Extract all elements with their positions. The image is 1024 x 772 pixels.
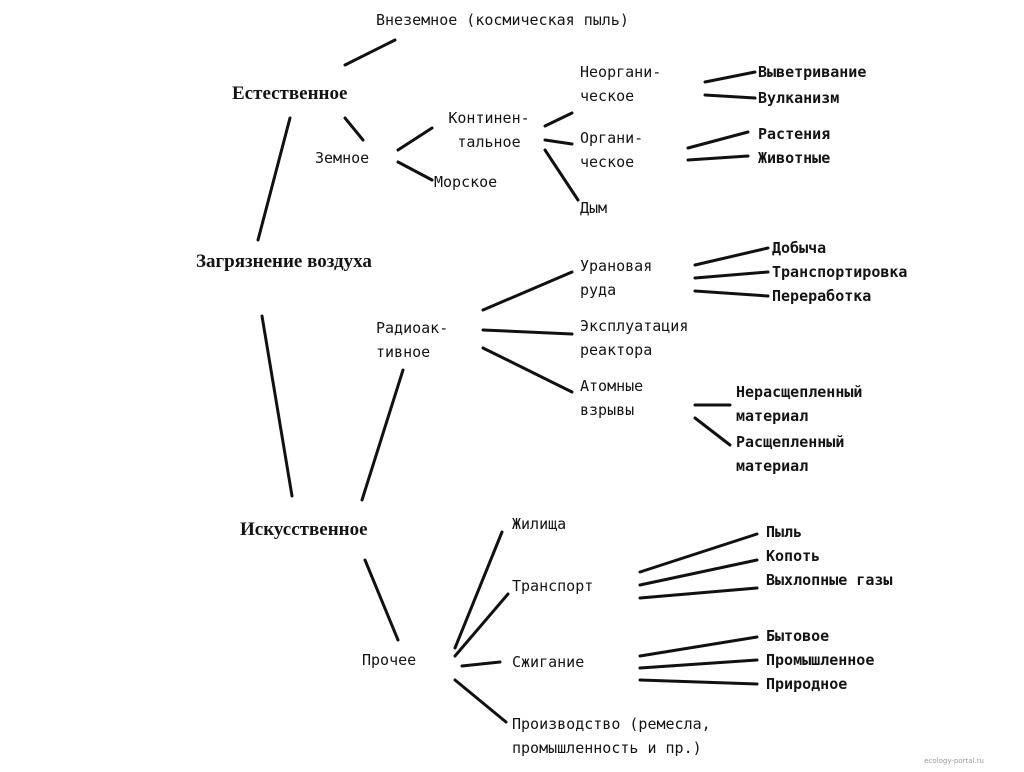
- edge-transport-exhaust: [638, 586, 759, 600]
- animals-node: Животные: [758, 149, 831, 167]
- dwellings-node: Жилища: [512, 515, 567, 533]
- edge-natural-terrestrial: [343, 116, 365, 142]
- reactor-line2: реактора: [580, 341, 653, 359]
- edge-ore-processing: [693, 289, 770, 298]
- natural-node: Естественное: [232, 83, 348, 104]
- edge-continental-organic: [543, 138, 574, 146]
- edge-other-transport: [453, 592, 510, 658]
- edge-explosions-split: [693, 416, 732, 447]
- edge-radioactive-explosions: [481, 346, 574, 394]
- reactor-node: Эксплуатация реактора: [580, 314, 688, 362]
- production-node: Производство (ремесла, промышленность и …: [512, 712, 711, 760]
- unsplit-line2: материал: [736, 407, 809, 425]
- unsplit-material-node: Нерасщепленный материал: [736, 380, 862, 428]
- ore-line1: Урановая: [580, 257, 653, 275]
- edge-transport-soot: [638, 558, 759, 587]
- radioactive-node: Радиоак- тивное: [376, 316, 448, 364]
- organic-line2: ческое: [580, 153, 635, 171]
- edge-natural-extraterrestrial: [343, 38, 397, 67]
- inorganic-line1: Неоргани-: [580, 63, 662, 81]
- uranium-ore-node: Урановая руда: [580, 254, 652, 302]
- organic-line1: Органи-: [580, 129, 644, 147]
- edge-radioactive-ore: [481, 270, 574, 312]
- unsplit-line1: Нерасщепленный: [736, 383, 863, 401]
- edge-artificial-other: [363, 558, 400, 642]
- dust-node: Пыль: [766, 523, 803, 541]
- smoke-node: Дым: [580, 199, 608, 217]
- edge-terrestrial-continental: [396, 126, 434, 152]
- explosions-line1: Атомные: [580, 377, 644, 395]
- extraterrestrial-node: Внеземное (космическая пыль): [376, 11, 629, 29]
- plants-node: Растения: [758, 125, 831, 143]
- processing-node: Переработка: [772, 287, 872, 305]
- edge-transport-dust: [638, 532, 759, 574]
- reactor-line1: Эксплуатация: [580, 317, 689, 335]
- transport-node: Транспорт: [512, 577, 594, 595]
- inorganic-line2: ческое: [580, 87, 635, 105]
- edge-other-dwellings: [453, 530, 504, 650]
- ore-line2: руда: [580, 281, 617, 299]
- edge-ore-transport: [693, 270, 770, 280]
- production-line2: промышленность и пр.): [512, 739, 702, 757]
- burning-node: Сжигание: [512, 653, 585, 671]
- continental-line2: тальное: [457, 133, 521, 151]
- radioactive-line1: Радиоак-: [376, 319, 449, 337]
- weathering-node: Выветривание: [758, 63, 867, 81]
- mining-node: Добыча: [772, 239, 827, 257]
- edge-artificial-radioactive: [360, 368, 405, 502]
- continental-node: Континен- тальное: [432, 106, 546, 154]
- inorganic-node: Неоргани- ческое: [580, 60, 661, 108]
- organic-node: Органи- ческое: [580, 126, 643, 174]
- edge-root-natural: [256, 116, 292, 242]
- split-line2: материал: [736, 457, 809, 475]
- edge-burning-industrial: [638, 658, 759, 670]
- edge-burning-natural: [638, 678, 759, 686]
- edge-other-production: [453, 678, 508, 724]
- edge-organic-animals: [686, 154, 750, 162]
- terrestrial-node: Земное: [315, 149, 370, 167]
- root-node: Загрязнение воздуха: [196, 251, 372, 272]
- explosions-node: Атомные взрывы: [580, 374, 643, 422]
- volcanism-node: Вулканизм: [758, 89, 840, 107]
- other-node: Прочее: [362, 651, 417, 669]
- household-node: Бытовое: [766, 627, 830, 645]
- explosions-line2: взрывы: [580, 401, 635, 419]
- watermark-text: ecology-portal.ru: [924, 757, 984, 765]
- edge-radioactive-reactor: [481, 328, 574, 336]
- edge-ore-mining: [693, 246, 770, 267]
- transportation-node: Транспортировка: [772, 263, 908, 281]
- edge-inorganic-volcanism: [703, 93, 757, 100]
- edge-other-burning: [460, 660, 502, 668]
- natural-burning-node: Природное: [766, 675, 848, 693]
- continental-line1: Континен-: [448, 109, 530, 127]
- radioactive-line2: тивное: [376, 343, 431, 361]
- edge-root-artificial: [260, 314, 294, 498]
- edge-burning-household: [638, 635, 759, 658]
- exhaust-gases-node: Выхлопные газы: [766, 571, 893, 589]
- edge-continental-inorganic: [543, 111, 574, 128]
- edge-inorganic-weathering: [703, 70, 757, 84]
- split-material-node: Расщепленный материал: [736, 430, 844, 478]
- artificial-node: Искусственное: [240, 519, 368, 540]
- marine-node: Морское: [434, 173, 498, 191]
- industrial-node: Промышленное: [766, 651, 875, 669]
- edge-continental-smoke: [543, 148, 580, 202]
- production-line1: Производство (ремесла,: [512, 715, 711, 733]
- soot-node: Копоть: [766, 547, 821, 565]
- edge-terrestrial-marine: [396, 160, 434, 182]
- split-line1: Расщепленный: [736, 433, 845, 451]
- edge-organic-plants: [686, 130, 750, 150]
